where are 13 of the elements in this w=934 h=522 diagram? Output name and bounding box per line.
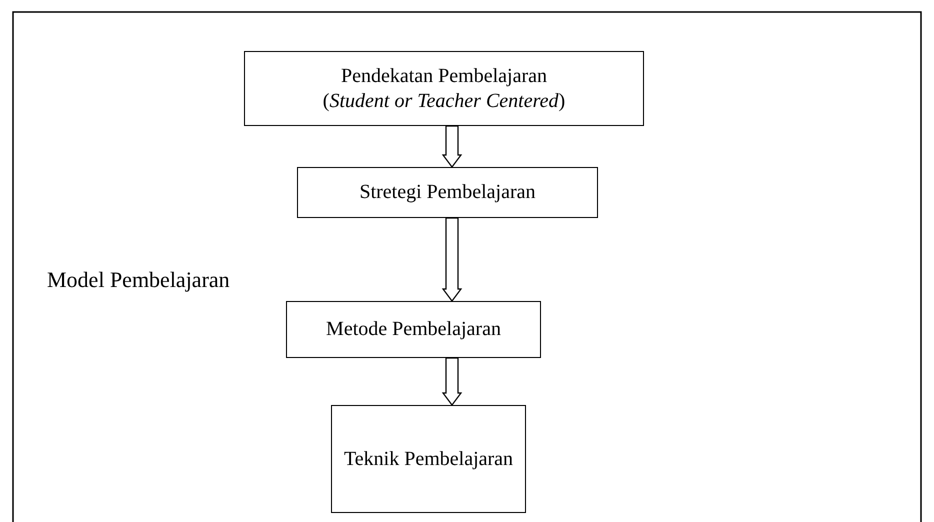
node-text: Metode Pembelajaran (326, 317, 501, 342)
annotation-text: Model Pembelajaran (47, 267, 230, 293)
node-text: Stretegi Pembelajaran (359, 180, 536, 205)
node-text: (Student or Teacher Centered) (322, 88, 566, 114)
hollow-arrow (442, 217, 462, 302)
node-text: Pendekatan Pembelajaran (340, 64, 548, 88)
process-box (286, 301, 541, 358)
process-box (297, 167, 598, 218)
process-box (244, 51, 644, 126)
process-box (331, 405, 526, 513)
hollow-arrow (442, 125, 462, 168)
node-text: Teknik Pembelajaran (344, 446, 514, 472)
hollow-arrow (442, 357, 462, 406)
